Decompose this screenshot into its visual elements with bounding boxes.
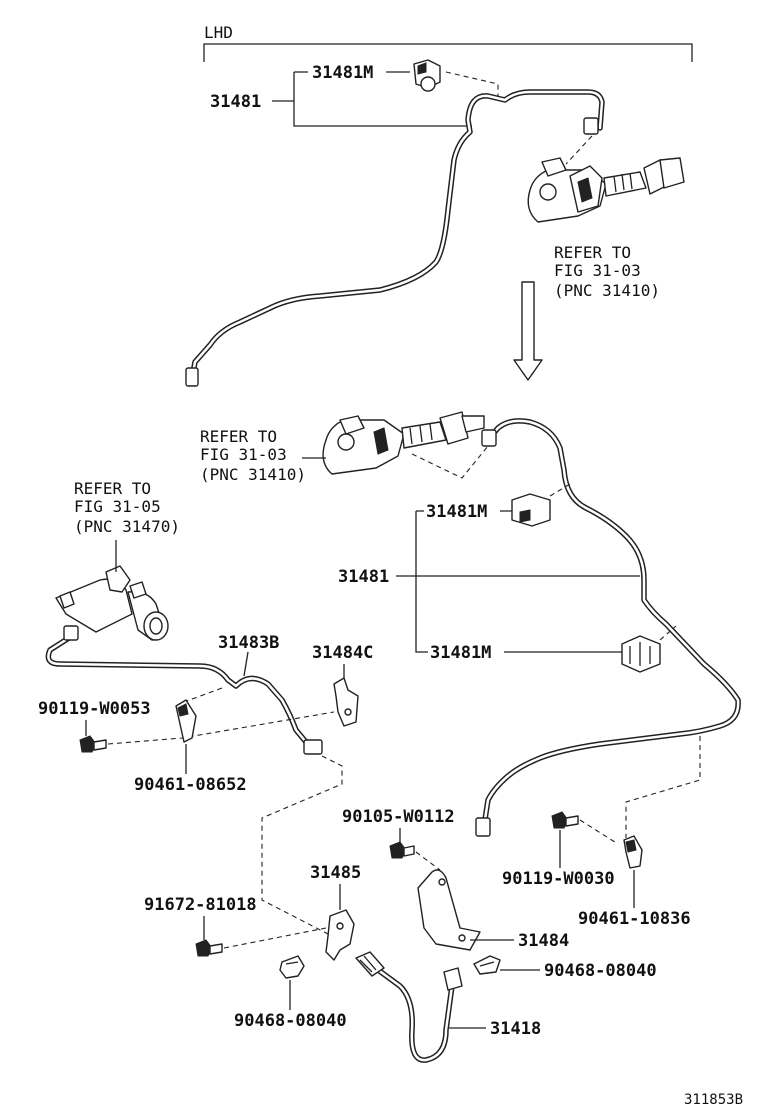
bracket-31485[interactable]: [325, 909, 355, 961]
label-31481m-bottom-b[interactable]: 31481M: [430, 643, 491, 663]
dash-bolt-90119-w0030: [579, 819, 619, 845]
bolt-90119-w0053[interactable]: [79, 735, 107, 753]
master-cylinder-top[interactable]: [527, 157, 685, 223]
clip-90461-08652[interactable]: [175, 699, 197, 743]
clip-90461-10836[interactable]: [623, 835, 643, 869]
master-cylinder-bottom[interactable]: [322, 411, 485, 475]
clip-31481m-bottom-upper[interactable]: [511, 493, 551, 527]
label-31481m-top[interactable]: 31481M: [312, 63, 373, 83]
label-90461-08652[interactable]: 90461-08652: [134, 775, 247, 795]
label-31481-top[interactable]: 31481: [210, 92, 261, 112]
dash-bolt-90105: [415, 851, 441, 871]
label-31483b[interactable]: 31483B: [218, 633, 279, 653]
label-31481m-bottom-a[interactable]: 31481M: [426, 502, 487, 522]
bolt-91672-81018[interactable]: [195, 939, 223, 957]
dash-clip-bl: [659, 625, 677, 641]
release-cylinder[interactable]: [55, 565, 169, 641]
dash-bolt-91672: [223, 927, 327, 949]
bolt-90119-w0030[interactable]: [551, 811, 579, 829]
section-label-lhd: LHD: [204, 23, 233, 42]
pipe-31481-top[interactable]: [185, 89, 605, 387]
label-90119-w0030[interactable]: 90119-W0030: [502, 869, 615, 889]
refer-mc-line1: REFER TO: [200, 427, 277, 446]
figure-code: 311853B: [684, 1092, 743, 1108]
lhd-section: LHD 31481 31481M: [185, 23, 693, 387]
lhd-bracket: [203, 43, 693, 62]
refer-top-line2: FIG 31-03: [554, 261, 641, 280]
hose-31418[interactable]: [355, 951, 463, 1063]
bracket-31484c[interactable]: [333, 677, 359, 727]
refer-top-line1: REFER TO: [554, 243, 631, 262]
refer-rc-line3: (PNC 31470): [74, 517, 180, 536]
refer-mc-line3: (PNC 31410): [200, 465, 306, 484]
leader-31481-bottom: [396, 510, 640, 653]
dash-mc-top: [565, 135, 593, 165]
label-31418[interactable]: 31418: [490, 1019, 541, 1039]
pipe-31483b[interactable]: [45, 625, 323, 755]
refer-rc-line1: REFER TO: [74, 479, 151, 498]
label-90468-08040-right[interactable]: 90468-08040: [544, 961, 657, 981]
dash-clip-top: [445, 71, 499, 96]
pipe-31481-bottom[interactable]: [475, 418, 741, 837]
dash-mc-bottom: [411, 445, 489, 479]
label-90468-08040-left[interactable]: 90468-08040: [234, 1011, 347, 1031]
leader-31481-top: [272, 71, 472, 127]
clip-90468-08040-left[interactable]: [279, 955, 305, 979]
dash-31483b-clip: [183, 687, 223, 703]
bolt-90105-w0112[interactable]: [389, 841, 415, 859]
bracket-31484[interactable]: [417, 869, 481, 951]
label-31484c[interactable]: 31484C: [312, 643, 373, 663]
label-90461-10836[interactable]: 90461-10836: [578, 909, 691, 929]
refer-rc-line2: FIG 31-05: [74, 497, 161, 516]
label-31484[interactable]: 31484: [518, 931, 569, 951]
refer-mc-line2: FIG 31-03: [200, 445, 287, 464]
leader-31483b: [243, 651, 249, 677]
main-section: REFER TO FIG 31-03 (PNC 31410) 31481M 31…: [38, 411, 741, 1063]
label-31481-bottom[interactable]: 31481: [338, 567, 389, 587]
down-arrow-icon: [513, 281, 543, 381]
dash-clip-bu: [549, 483, 571, 497]
clip-31481m-top[interactable]: [413, 59, 441, 92]
clip-31481m-bottom-lower[interactable]: [621, 635, 661, 673]
clip-90468-08040-right[interactable]: [473, 955, 501, 975]
label-31485[interactable]: 31485: [310, 863, 361, 883]
label-90119-w0053[interactable]: 90119-W0053: [38, 699, 151, 719]
refer-top-line3: (PNC 31410): [554, 281, 660, 300]
label-91672-81018[interactable]: 91672-81018: [144, 895, 257, 915]
label-90105-w0112[interactable]: 90105-W0112: [342, 807, 455, 827]
dash-pipe-31485: [261, 755, 343, 935]
dash-bolt-90119-w0053: [107, 711, 335, 745]
dash-pipe-clip-right: [625, 736, 701, 838]
